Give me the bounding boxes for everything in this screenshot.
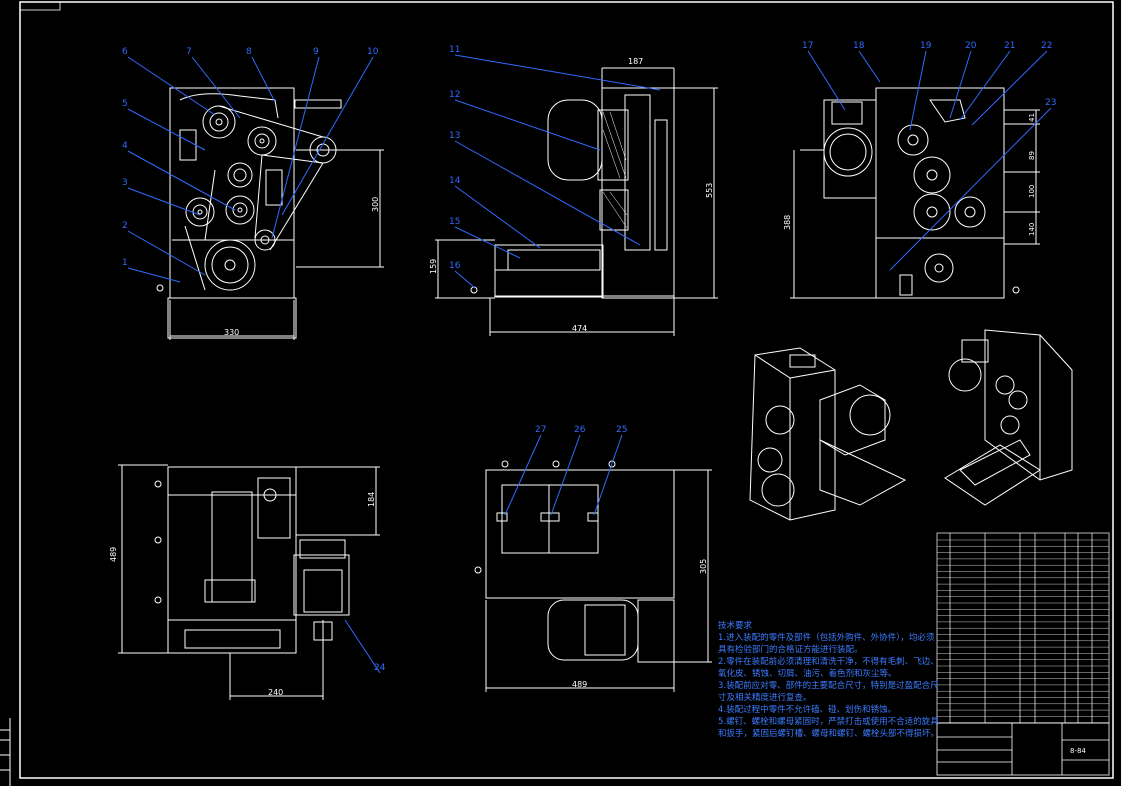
part-label-7: 7	[186, 47, 192, 57]
dim-rear-d1: 41	[1028, 113, 1036, 122]
notes-line-4: 4.装配过程中零件不允许磕、碰、划伤和锈蚀。	[718, 705, 897, 715]
leader-line-26	[550, 434, 581, 516]
part-label-2: 2	[122, 221, 128, 231]
leader-line-16	[454, 270, 476, 289]
isometric-view-1	[749, 347, 907, 521]
part-label-9: 9	[313, 47, 319, 57]
leader-line-22	[971, 50, 1048, 126]
leader-line-4	[127, 150, 236, 211]
top-view	[118, 464, 380, 700]
part-label-21: 21	[1004, 41, 1015, 51]
part-label-15: 15	[449, 217, 460, 227]
front-view	[156, 87, 384, 340]
leader-line-18	[858, 50, 881, 83]
dim-plan-height: 305	[699, 559, 708, 574]
notes-title: 技术要求	[718, 621, 753, 631]
dim-rear-d3: 100	[1028, 185, 1036, 198]
title-block	[936, 722, 1110, 776]
leader-line-8	[251, 56, 276, 103]
leader-line-21	[959, 50, 1011, 121]
part-label-6: 6	[122, 47, 128, 57]
dim-side-top: 187	[628, 57, 643, 66]
notes-line-2: 2.零件在装配前必须清理和清洗干净，不得有毛刺、飞边、氧化皮、锈蚀、切屑、油污、…	[718, 657, 939, 679]
leader-line-7	[191, 56, 241, 119]
leader-line-25	[593, 434, 623, 516]
leader-line-2	[127, 230, 206, 276]
part-label-26: 26	[574, 425, 586, 435]
sheet-border	[19, 1, 1114, 779]
title-block-code: 8-84	[1070, 747, 1086, 755]
leader-line-19	[909, 50, 927, 131]
notes-line-1: 1.进入装配的零件及部件（包括外购件、外协件），均必须具有检验部门的合格证方能进…	[718, 633, 935, 655]
leader-line-24	[344, 619, 381, 674]
side-view	[435, 67, 718, 336]
technical-notes: 技术要求 1.进入装配的零件及部件（包括外购件、外协件），均必须具有检验部门的合…	[718, 620, 940, 740]
part-label-13: 13	[449, 131, 460, 141]
dim-side-width: 474	[572, 324, 587, 333]
leader-line-6	[127, 56, 216, 116]
part-label-5: 5	[122, 99, 128, 109]
part-label-19: 19	[920, 41, 932, 51]
rear-view	[790, 87, 1040, 299]
leader-line-14	[454, 185, 541, 249]
leader-line-27	[504, 434, 542, 516]
leader-line-13	[454, 140, 641, 246]
part-label-23: 23	[1045, 98, 1056, 108]
part-label-10: 10	[367, 47, 379, 57]
dim-front-width: 330	[224, 328, 239, 337]
leader-line-5	[127, 108, 206, 151]
part-label-14: 14	[449, 176, 461, 186]
leader-line-15	[454, 226, 521, 259]
dim-front-height: 300	[371, 197, 380, 212]
part-label-4: 4	[122, 141, 128, 151]
part-label-12: 12	[449, 90, 460, 100]
part-label-11: 11	[449, 45, 460, 55]
part-label-1: 1	[122, 258, 128, 268]
notes-line-5: 5.螺钉、螺栓和螺母紧固时，严禁打击或使用不合适的旋具和扳手，紧固后螺钉槽、螺母…	[718, 717, 940, 739]
part-label-24: 24	[374, 663, 386, 673]
leader-line-3	[127, 187, 201, 216]
leader-line-1	[127, 267, 181, 283]
part-label-22: 22	[1041, 41, 1052, 51]
part-label-3: 3	[122, 178, 128, 188]
leader-line-10	[281, 56, 374, 216]
dim-plan-width: 489	[572, 680, 587, 689]
dim-top-height: 489	[109, 547, 118, 562]
dim-top-width: 240	[268, 688, 283, 697]
part-label-18: 18	[853, 41, 865, 51]
part-label-17: 17	[802, 41, 813, 51]
dim-rear-d4: 140	[1028, 223, 1036, 236]
leader-line-9	[271, 56, 320, 239]
leader-line-20	[949, 50, 972, 119]
dim-rear-height: 388	[783, 215, 792, 230]
leader-line-12	[454, 99, 601, 151]
part-label-25: 25	[616, 425, 627, 435]
dim-rear-d2: 89	[1028, 151, 1036, 160]
leader-line-11	[454, 54, 661, 91]
dim-top-inner: 184	[367, 492, 376, 507]
dim-side-height: 553	[705, 183, 714, 198]
leader-line-17	[807, 50, 846, 111]
part-label-27: 27	[535, 425, 546, 435]
leader-line-23	[889, 107, 1052, 271]
notes-line-3: 3.装配前应对零、部件的主要配合尺寸，特别是过盈配合尺寸及相关精度进行复查。	[718, 681, 939, 703]
part-label-8: 8	[246, 47, 252, 57]
dim-side-base: 159	[429, 259, 438, 274]
corner-tag-box	[19, 1, 61, 11]
isometric-view-2	[944, 329, 1073, 506]
part-label-20: 20	[965, 41, 977, 51]
plan-view	[474, 460, 712, 692]
leader-lines	[127, 50, 1052, 674]
part-label-16: 16	[449, 261, 461, 271]
